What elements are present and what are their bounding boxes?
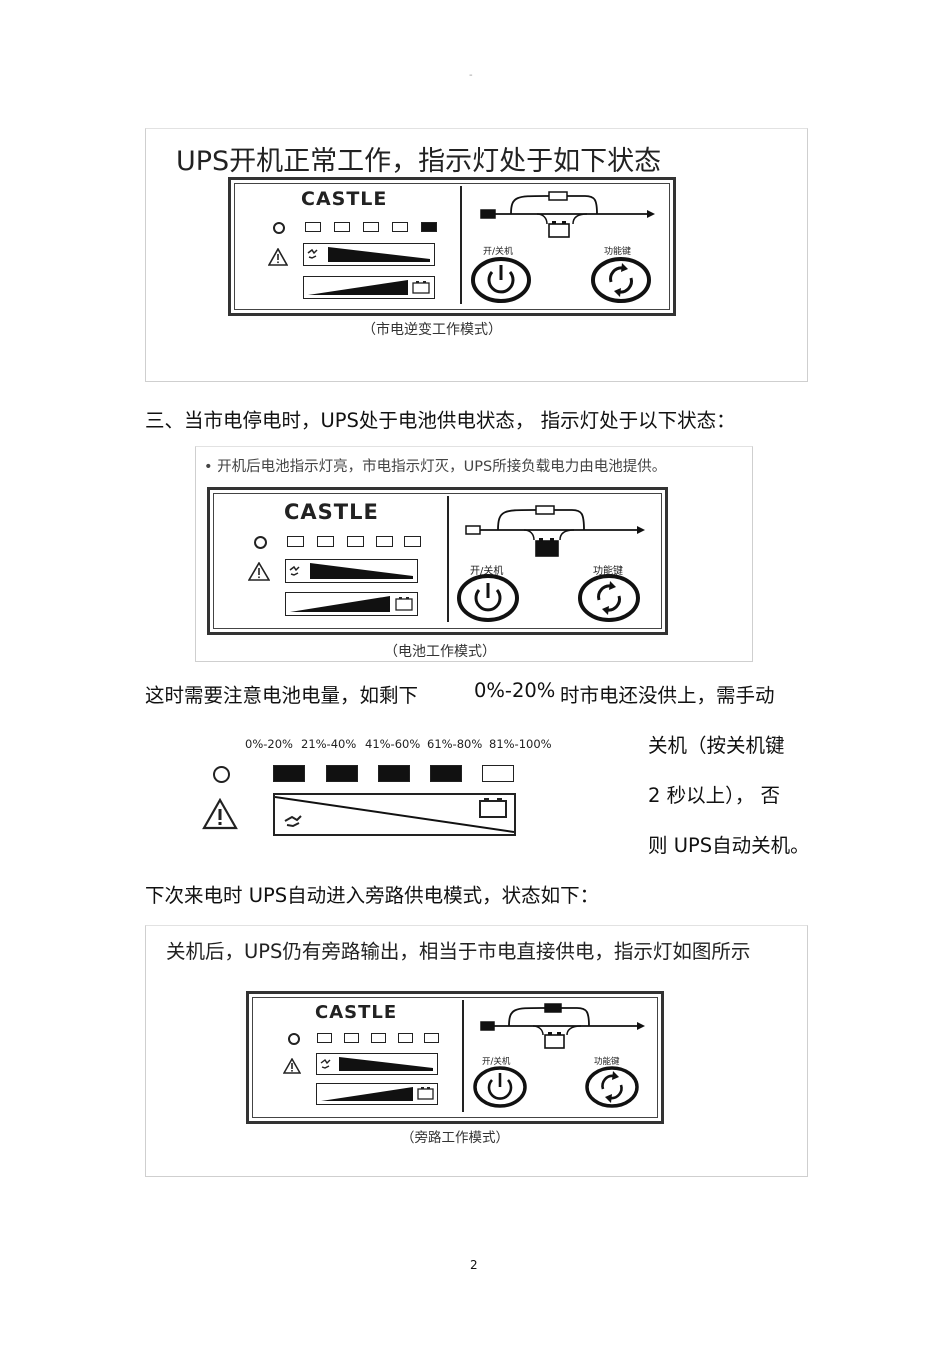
figure-caption: （旁路工作模式） [401,1130,509,1146]
power-flow-diagram [465,505,645,557]
battery-bar [316,1083,438,1105]
level-led [421,222,437,232]
side-text: 2 秒以上）， 否 [648,784,781,807]
paragraph-text: 时市电还没供上，需手动 [560,684,775,707]
paragraph-low-battery: 这时需要注意电池电量，如剩下 [145,679,418,708]
level-led [344,1033,359,1043]
load-bar [303,243,435,266]
level-led [424,1033,439,1043]
figure-title: UPS开机正常工作，指示灯处于如下状态 [176,146,662,177]
battery-level-graphic [290,596,413,612]
power-button-label: 开/关机 [482,1057,511,1067]
level-led [334,222,350,232]
load-bar [285,559,418,583]
level-led [404,536,421,547]
battery-bar [303,276,435,299]
paragraph-bypass: 下次来电时 UPS自动进入旁路供电模式，状态如下： [145,884,600,907]
side-text: 关机（按关机键 [648,734,785,757]
level-label: 61%-80% [427,737,483,751]
level-led [392,222,408,232]
figure-bypass-mode: 关机后，UPS仍有旁路输出，相当于市电直接供电，指示灯如图所示 CASTLE [145,925,808,1177]
power-button-label: 开/关机 [483,247,514,257]
load-level-graphic [289,563,413,579]
warning-icon [202,798,238,830]
function-button-label: 功能键 [594,1057,620,1067]
load-level-graphic [320,1057,433,1071]
figure-title: • 开机后电池指示灯亮，市电指示灯灭，UPS所接负载电力由电池提供。 [204,459,667,475]
function-button[interactable] [576,574,642,622]
mains-indicator-icon [213,766,230,783]
mains-input-led [480,209,496,219]
level-led [482,765,514,782]
page-number: 2 [470,1258,478,1272]
load-level-graphic [307,247,430,262]
power-button[interactable] [455,574,521,622]
level-led [398,1033,413,1043]
power-button[interactable] [471,1066,529,1108]
level-label: 21%-40% [301,737,357,751]
power-flow-diagram [480,191,655,238]
level-label: 0%-20% [245,737,293,751]
level-led [347,536,364,547]
brand-label: CASTLE [301,188,388,210]
level-led [317,1033,332,1043]
function-button-label: 功能键 [593,566,623,577]
level-led [305,222,321,232]
side-text: 则 UPS自动关机。 [648,834,810,857]
level-led [430,765,462,782]
function-button[interactable] [583,1066,641,1108]
level-led [363,222,379,232]
battery-level-graphic [308,280,430,295]
ups-panel: CASTLE [246,991,664,1124]
figure-caption: （市电逆变工作模式） [362,322,502,338]
battery-bar [273,793,516,836]
battery-level-graphic [321,1087,434,1101]
brand-label: CASTLE [315,1002,398,1023]
battery-level-figure: 0%-20% 21%-40% 41%-60% 61%-80% 81%-100% [195,730,575,845]
brand-label: CASTLE [284,500,379,524]
figure-title: 关机后，UPS仍有旁路输出，相当于市电直接供电，指示灯如图所示 [166,940,751,963]
load-bar [316,1053,438,1075]
top-mark: - [469,70,473,81]
warning-icon [283,1058,301,1074]
ups-panel: CASTLE [228,177,676,316]
level-label: 81%-100% [489,737,552,751]
level-led [326,765,358,782]
function-button-label: 功能键 [604,247,632,257]
figure-inverter-mode: UPS开机正常工作，指示灯处于如下状态 CASTLE [145,128,808,382]
paragraph-power-outage: 三、当市电停电时，UPS处于电池供电状态， 指示灯处于以下状态： [145,409,736,432]
power-flow-diagram [480,1003,645,1049]
mains-input-led [465,525,481,535]
mains-indicator-icon [273,222,285,234]
level-led [287,536,304,547]
level-label: 41%-60% [365,737,421,751]
power-button-label: 开/关机 [470,566,504,577]
warning-icon [268,248,288,266]
warning-icon [248,562,270,581]
figure-caption: （电池工作模式） [384,644,496,660]
paragraph-text: 这时需要注意电池电量，如剩下 [145,684,419,707]
level-led [376,536,393,547]
battery-level-graphic [275,796,514,833]
mains-indicator-icon [254,536,267,549]
mains-input-led [480,1021,495,1031]
level-led [273,765,305,782]
level-led [317,536,334,547]
percent-range: 0%-20% [474,679,556,702]
power-button[interactable] [469,257,533,303]
level-led [378,765,410,782]
battery-bar [285,592,418,616]
level-led [371,1033,386,1043]
ups-panel: CASTLE [207,487,668,635]
function-button[interactable] [589,257,653,303]
mains-indicator-icon [288,1033,300,1045]
figure-battery-mode: • 开机后电池指示灯亮，市电指示灯灭，UPS所接负载电力由电池提供。 CASTL… [195,446,753,662]
